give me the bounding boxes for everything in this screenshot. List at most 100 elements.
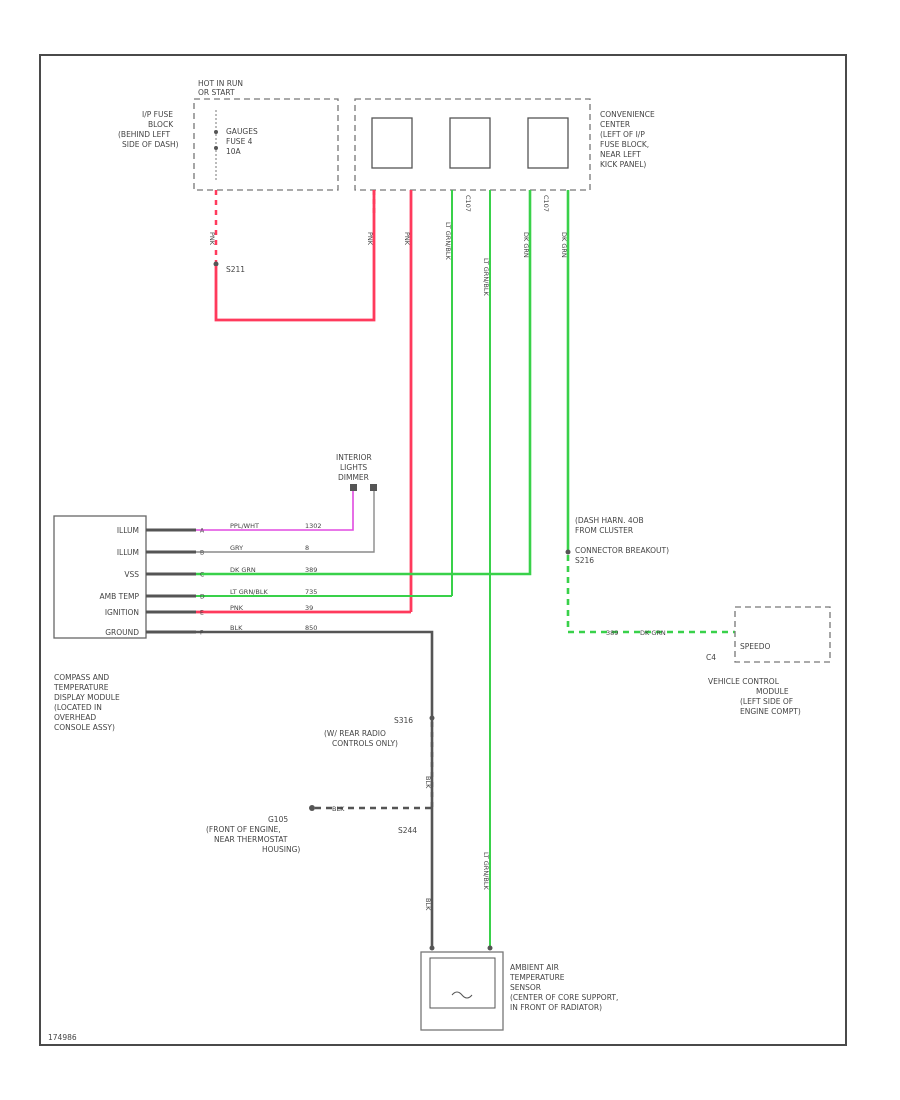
- blk-low-label: BLK: [424, 898, 432, 911]
- fuse-node-1: [214, 130, 218, 134]
- s211-label: S211: [226, 265, 245, 274]
- g105-node: [309, 805, 315, 811]
- module-circuit-number: 735: [305, 588, 317, 596]
- speedo-box: [734, 606, 831, 663]
- module-circuit-number: 39: [305, 604, 313, 612]
- ip-label-3: (BEHIND LEFT: [118, 130, 171, 139]
- vcm-label-2: MODULE: [756, 687, 789, 696]
- module-name-2: TEMPERATURE: [53, 683, 109, 692]
- module-wire-color: PNK: [230, 604, 244, 612]
- blk-g-label: BLK: [332, 805, 345, 813]
- fuse-block-box: [193, 98, 339, 191]
- wire-label-dkgrn-b: DK GRN: [560, 232, 568, 258]
- module-name-3: DISPLAY MODULE: [54, 693, 120, 702]
- wire-label-ltgrn-b: LT GRN/BLK: [482, 258, 490, 296]
- wire-dkgrn-vss: [160, 190, 532, 576]
- dash-label-3: CONNECTOR BREAKOUT): [575, 546, 669, 555]
- relay-3: [527, 117, 569, 169]
- fuse-label-1: GAUGES: [226, 127, 258, 136]
- module-wire-color: LT GRN/BLK: [230, 588, 268, 596]
- dimmer-label-1: INTERIOR: [336, 453, 372, 462]
- sensor-pin-b: [487, 945, 493, 951]
- g105-label-3: NEAR THERMOSTAT: [214, 835, 288, 844]
- vcm-label-1: VEHICLE CONTROL: [708, 677, 780, 686]
- dimmer-pin-a: [350, 484, 357, 491]
- g105-label-1: G105: [268, 815, 288, 824]
- conv-label-3: (LEFT OF I/P: [600, 130, 645, 139]
- ip-label-1: I/P FUSE: [142, 110, 173, 119]
- wire-label-pnk-top: PNK: [208, 232, 216, 246]
- wire-label-ltgrn-a: LT GRN/BLK: [444, 222, 452, 260]
- sensor-label-3: SENSOR: [510, 983, 541, 992]
- dash-label-2: FROM CLUSTER: [575, 526, 633, 535]
- s211-node: [213, 261, 219, 267]
- module-circuit-number: 1302: [305, 522, 322, 530]
- wire-label-c107-a: C107: [464, 195, 472, 212]
- sensor-element: [429, 957, 496, 1009]
- sensor-box: [420, 951, 504, 1031]
- dimmer-pin-b: [370, 484, 377, 491]
- module-name-5: OVERHEAD: [54, 713, 96, 722]
- sensor-pin-a: [429, 945, 435, 951]
- module-box: [53, 515, 147, 639]
- module-pin-label: AMB TEMP: [100, 592, 140, 601]
- module-name-1: COMPASS AND: [54, 673, 109, 682]
- wire-label-dkgrn-a: DK GRN: [522, 232, 530, 258]
- sensor-label-5: IN FRONT OF RADIATOR): [510, 1003, 602, 1012]
- module-pin-label: ILLUM: [117, 526, 139, 535]
- sensor-label-4: (CENTER OF CORE SUPPORT,: [510, 993, 618, 1002]
- s316-label-2: (W/ REAR RADIO: [324, 729, 386, 738]
- wire-label-pnk-b: PNK: [403, 232, 411, 246]
- sensor-label-2: TEMPERATURE: [509, 973, 565, 982]
- conv-label-2: CENTER: [600, 120, 630, 129]
- wire-blk-ground: [160, 630, 434, 948]
- ltgrn-low-label: LT GRN/BLK: [482, 852, 490, 890]
- ip-label-4: SIDE OF DASH): [122, 140, 179, 149]
- vcm-label-4: ENGINE COMPT): [740, 707, 801, 716]
- wire-label-c107-b: C107: [542, 195, 550, 212]
- hot-label-2: OR START: [198, 88, 235, 97]
- conv-label-5: NEAR LEFT: [600, 150, 641, 159]
- module-pin-letter: F: [200, 630, 204, 637]
- convenience-center-box: [354, 98, 591, 191]
- module-wire-color: GRY: [230, 544, 243, 552]
- fuse-label-3: 10A: [226, 147, 242, 156]
- module-pin-label: ILLUM: [117, 548, 139, 557]
- diagram-code: 174986: [48, 1033, 77, 1042]
- conv-label-4: FUSE BLOCK,: [600, 140, 649, 149]
- module-pin-letter: C: [200, 572, 204, 579]
- dimmer-label-2: LIGHTS: [340, 463, 367, 472]
- s216-node: [565, 549, 571, 555]
- speedo-label: SPEEDO: [740, 642, 771, 651]
- thermistor-icon: [451, 991, 473, 999]
- module-circuit-number: 389: [305, 566, 317, 574]
- wire-label-pnk-a: PNK: [366, 232, 374, 246]
- fuse-node-2: [214, 146, 218, 150]
- module-pin-letter: A: [200, 528, 205, 535]
- module-wire-color: PPL/WHT: [230, 522, 259, 530]
- speedo-c4: C4: [706, 653, 716, 662]
- wire-gry-illum: [160, 491, 375, 553]
- wire-ppl-illum: [160, 491, 354, 531]
- wire-s211-relay: [214, 190, 376, 322]
- s244-label: S244: [398, 826, 417, 835]
- dash-label-1: (DASH HARN. 4OB: [575, 516, 644, 525]
- s316-label-3: CONTROLS ONLY): [332, 739, 398, 748]
- vcm-label-3: (LEFT SIDE OF: [740, 697, 793, 706]
- module-circuit-number: 8: [305, 544, 309, 552]
- speedo-wire-circ: 389: [606, 629, 618, 637]
- dash-label-4: S216: [575, 556, 594, 565]
- conv-label-6: KICK PANEL): [600, 160, 646, 169]
- ip-label-2: BLOCK: [148, 120, 174, 129]
- module-circuit-number: 850: [305, 624, 317, 632]
- dimmer-label-3: DIMMER: [338, 473, 369, 482]
- blk-label: BLK: [424, 776, 432, 789]
- fuse-label-2: FUSE 4: [226, 137, 253, 146]
- module-wire-color: DK GRN: [230, 566, 256, 574]
- module-pin-letter: E: [200, 610, 204, 617]
- sensor-label-1: AMBIENT AIR: [510, 963, 559, 972]
- module-name-4: (LOCATED IN: [54, 703, 102, 712]
- relay-2: [449, 117, 491, 169]
